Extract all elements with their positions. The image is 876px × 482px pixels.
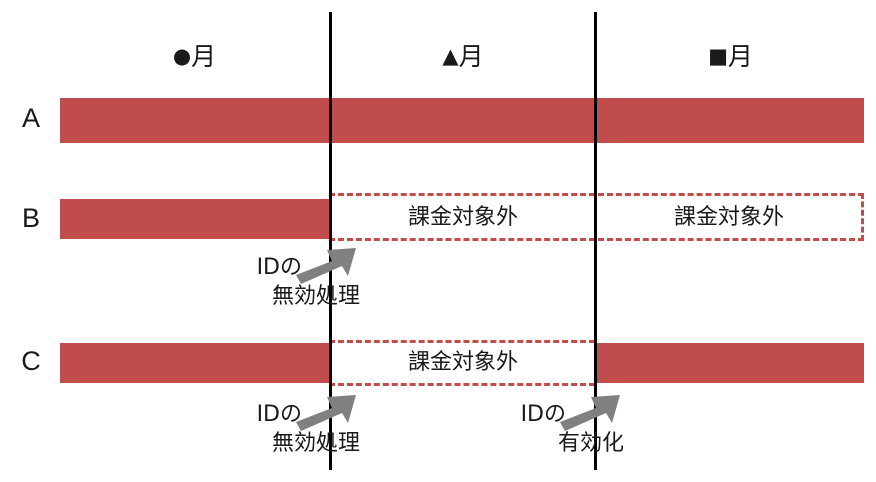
row-label-c: C bbox=[21, 346, 41, 376]
month-header-square-label: 月 bbox=[727, 42, 753, 71]
annotation-row-b-id-disable-text: IDの 無効処理 bbox=[168, 253, 360, 311]
month-header-triangle-label: 月 bbox=[458, 42, 484, 71]
circle-icon: ● bbox=[172, 44, 192, 68]
month-header-square: ■月 bbox=[597, 40, 864, 74]
row-label-a: A bbox=[21, 103, 40, 133]
annotation-row-c-id-enable-text: IDの 有効化 bbox=[432, 400, 624, 458]
nonbillable-label-row-b-month3: 課金対象外 bbox=[673, 205, 784, 230]
annotation-row-c-id-disable-line1: IDの bbox=[256, 402, 302, 427]
month-header-circle: ●月 bbox=[60, 40, 329, 74]
arrow-up-right-icon bbox=[296, 248, 356, 284]
month-divider-1 bbox=[329, 12, 332, 470]
bar-row-c-billable-first bbox=[60, 343, 330, 383]
month-header-circle-label: 月 bbox=[191, 42, 217, 71]
annotation-row-b-id-disable-line1: IDの bbox=[256, 255, 302, 280]
nonbillable-label-row-c-month2: 課金対象外 bbox=[407, 350, 518, 375]
annotation-row-c-id-disable-line2: 無効処理 bbox=[271, 431, 360, 456]
bar-row-b-billable bbox=[60, 199, 330, 239]
month-divider-2 bbox=[594, 12, 597, 470]
nonbillable-region-row-c bbox=[329, 340, 595, 386]
annotation-row-b-id-disable-line2: 無効処理 bbox=[271, 284, 360, 309]
annotation-row-c-id-disable-text: IDの 無効処理 bbox=[168, 400, 360, 458]
row-label-b: B bbox=[21, 203, 40, 233]
annotation-row-c-id-enable-line1: IDの bbox=[520, 402, 566, 427]
bar-row-c-billable-second bbox=[594, 343, 864, 383]
arrow-up-right-icon bbox=[296, 395, 356, 431]
triangle-icon: ▲ bbox=[442, 44, 459, 68]
arrow-up-right-icon bbox=[560, 395, 620, 431]
nonbillable-label-row-b-month2: 課金対象外 bbox=[407, 205, 518, 230]
square-icon: ■ bbox=[708, 44, 728, 68]
bar-row-a-billable bbox=[60, 98, 864, 143]
month-header-triangle: ▲月 bbox=[332, 40, 594, 74]
annotation-row-c-id-enable-line2: 有効化 bbox=[557, 431, 624, 456]
